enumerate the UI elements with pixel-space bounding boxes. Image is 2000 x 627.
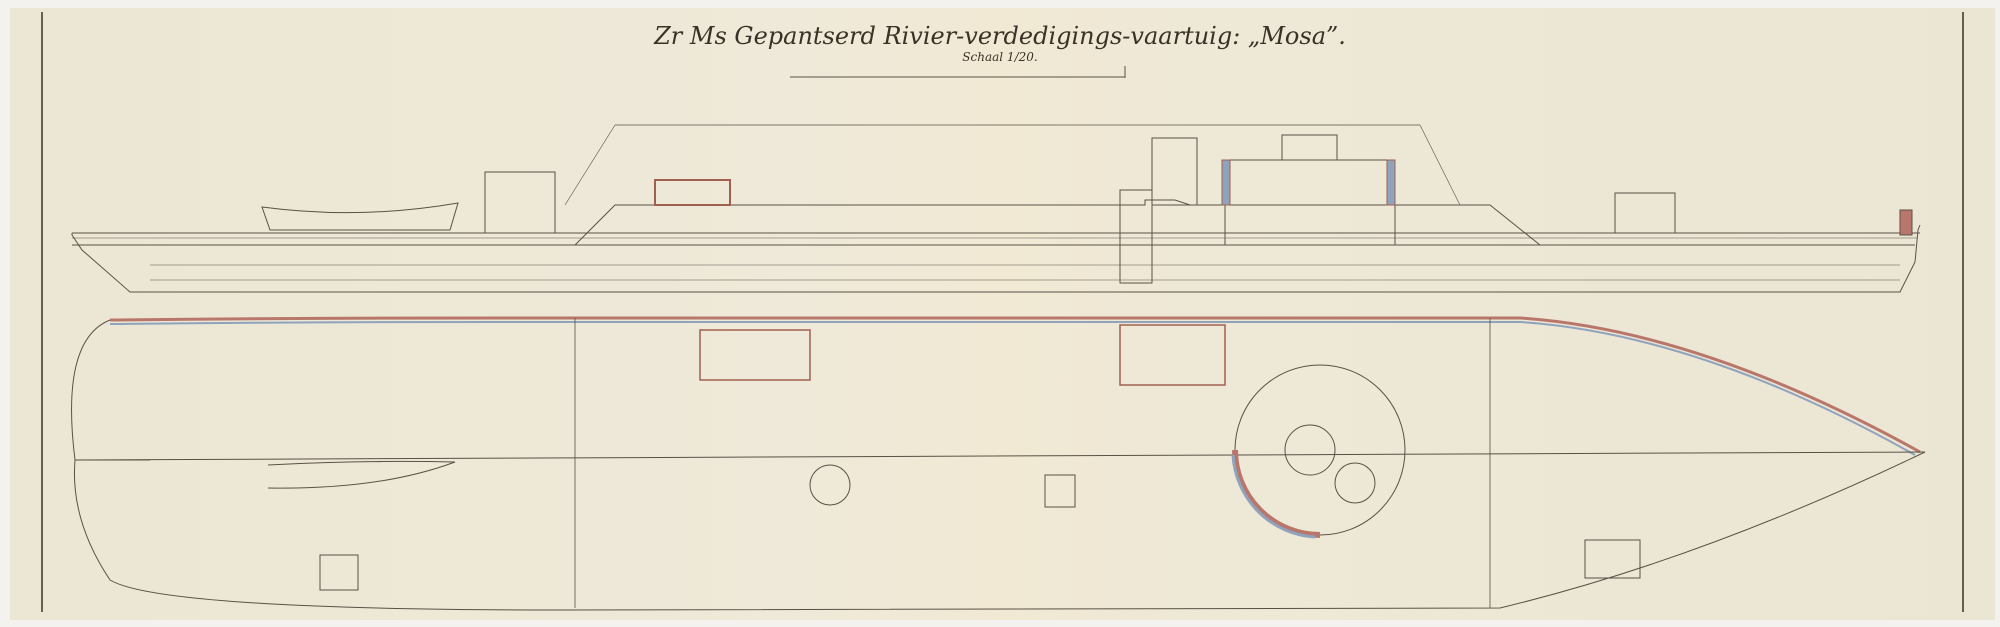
side-profile-view <box>71 124 1921 293</box>
paper-background <box>10 8 1995 620</box>
scale-bar <box>790 66 1126 78</box>
drawing-title: Zr Ms Gepantserd Rivier-verdedigings-vaa… <box>654 22 1346 50</box>
deck-plan-view <box>71 316 1926 611</box>
scale-label: Schaal 1/20. <box>962 50 1038 64</box>
